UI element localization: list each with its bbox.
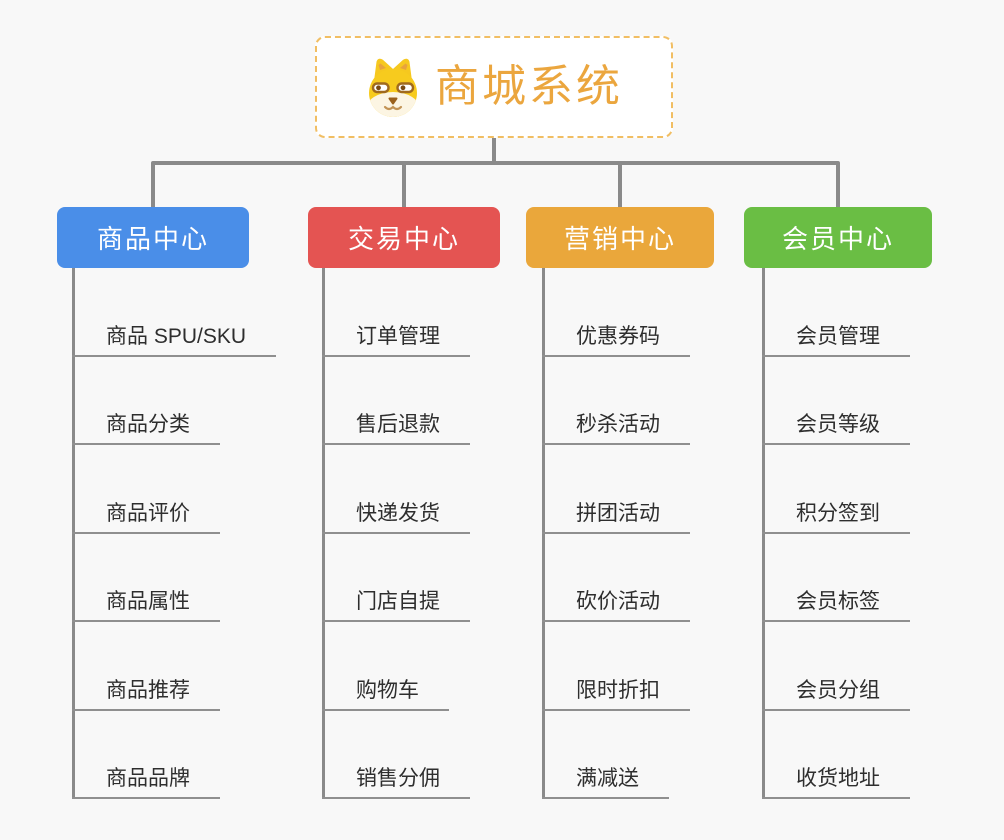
topic-column-1: 商品 SPU/SKU 商品分类商品评价商品属性商品推荐商品品牌 xyxy=(72,268,277,799)
topic-row: 门店自提 xyxy=(322,534,470,622)
branch-rail xyxy=(542,268,545,799)
topic-row: 商品属性 xyxy=(72,534,276,622)
topic-node[interactable]: 商品推荐 xyxy=(72,674,220,711)
topic-row: 秒杀活动 xyxy=(542,357,690,445)
topic-row: 会员分组 xyxy=(762,622,910,711)
topic-row: 商品 SPU/SKU xyxy=(72,268,277,357)
topic-column-4: 会员管理会员等级积分签到会员标签会员分组收货地址 xyxy=(762,268,910,799)
branch-box-2[interactable]: 交易中心 xyxy=(308,207,500,268)
topic-node[interactable]: 会员标签 xyxy=(762,585,910,622)
topic-node[interactable]: 门店自提 xyxy=(322,585,470,622)
root-node[interactable]: 商城系统 xyxy=(315,36,673,138)
topic-row: 订单管理 xyxy=(322,268,470,357)
branch-label: 营销中心 xyxy=(563,224,676,254)
topic-node[interactable]: 购物车 xyxy=(322,674,449,711)
topic-row: 购物车 xyxy=(322,622,470,711)
topic-row: 售后退款 xyxy=(322,357,470,445)
topic-row: 商品品牌 xyxy=(72,711,276,799)
topic-column-2: 订单管理售后退款快递发货门店自提购物车销售分佣 xyxy=(322,268,470,799)
branch-label: 交易中心 xyxy=(347,224,460,254)
topic-node[interactable]: 订单管理 xyxy=(322,320,470,357)
root-title: 商城系统 xyxy=(435,62,623,111)
topic-node[interactable]: 拼团活动 xyxy=(542,497,690,534)
branch-box-4[interactable]: 会员中心 xyxy=(744,207,932,268)
topic-node[interactable]: 会员等级 xyxy=(762,408,910,445)
topic-node[interactable]: 会员分组 xyxy=(762,674,910,711)
tree-span-line xyxy=(151,161,840,209)
topic-node[interactable]: 商品评价 xyxy=(72,497,220,534)
topic-row: 商品推荐 xyxy=(72,622,276,711)
branch-label: 会员中心 xyxy=(781,224,894,254)
topic-row: 拼团活动 xyxy=(542,445,690,534)
topic-row: 积分签到 xyxy=(762,445,910,534)
topic-node[interactable]: 积分签到 xyxy=(762,497,910,534)
topic-row: 满减送 xyxy=(542,711,690,799)
topic-node[interactable]: 会员管理 xyxy=(762,320,910,357)
topic-row: 商品分类 xyxy=(72,357,276,445)
branch-box-3[interactable]: 营销中心 xyxy=(526,207,714,268)
topic-column-3: 优惠券码秒杀活动拼团活动砍价活动限时折扣满减送 xyxy=(542,268,690,799)
topic-row: 销售分佣 xyxy=(322,711,470,799)
topic-row: 优惠券码 xyxy=(542,268,690,357)
branch-rail xyxy=(322,268,325,799)
topic-node[interactable]: 商品 SPU/SKU xyxy=(72,320,277,357)
topic-node[interactable]: 商品分类 xyxy=(72,408,220,445)
topic-node[interactable]: 商品属性 xyxy=(72,585,220,622)
topic-node[interactable]: 秒杀活动 xyxy=(542,408,690,445)
topic-node[interactable]: 满减送 xyxy=(542,762,669,799)
topic-node[interactable]: 售后退款 xyxy=(322,408,470,445)
branch-rail xyxy=(762,268,765,799)
topic-node[interactable]: 优惠券码 xyxy=(542,320,690,357)
topic-row: 会员标签 xyxy=(762,534,910,622)
topic-node[interactable]: 收货地址 xyxy=(762,762,910,799)
branch-label: 商品中心 xyxy=(96,224,209,254)
topic-node[interactable]: 限时折扣 xyxy=(542,674,690,711)
topic-node[interactable]: 快递发货 xyxy=(322,497,470,534)
doge-icon xyxy=(369,58,417,117)
topic-row: 快递发货 xyxy=(322,445,470,534)
topic-row: 砍价活动 xyxy=(542,534,690,622)
topic-node[interactable]: 砍价活动 xyxy=(542,585,690,622)
topic-node[interactable]: 销售分佣 xyxy=(322,762,470,799)
topic-row: 商品评价 xyxy=(72,445,276,534)
topic-row: 限时折扣 xyxy=(542,622,690,711)
topic-node[interactable]: 商品品牌 xyxy=(72,762,220,799)
topic-row: 收货地址 xyxy=(762,711,910,799)
topic-row: 会员管理 xyxy=(762,268,910,357)
topic-row: 会员等级 xyxy=(762,357,910,445)
branch-box-1[interactable]: 商品中心 xyxy=(57,207,249,268)
branch-rail xyxy=(72,268,75,799)
